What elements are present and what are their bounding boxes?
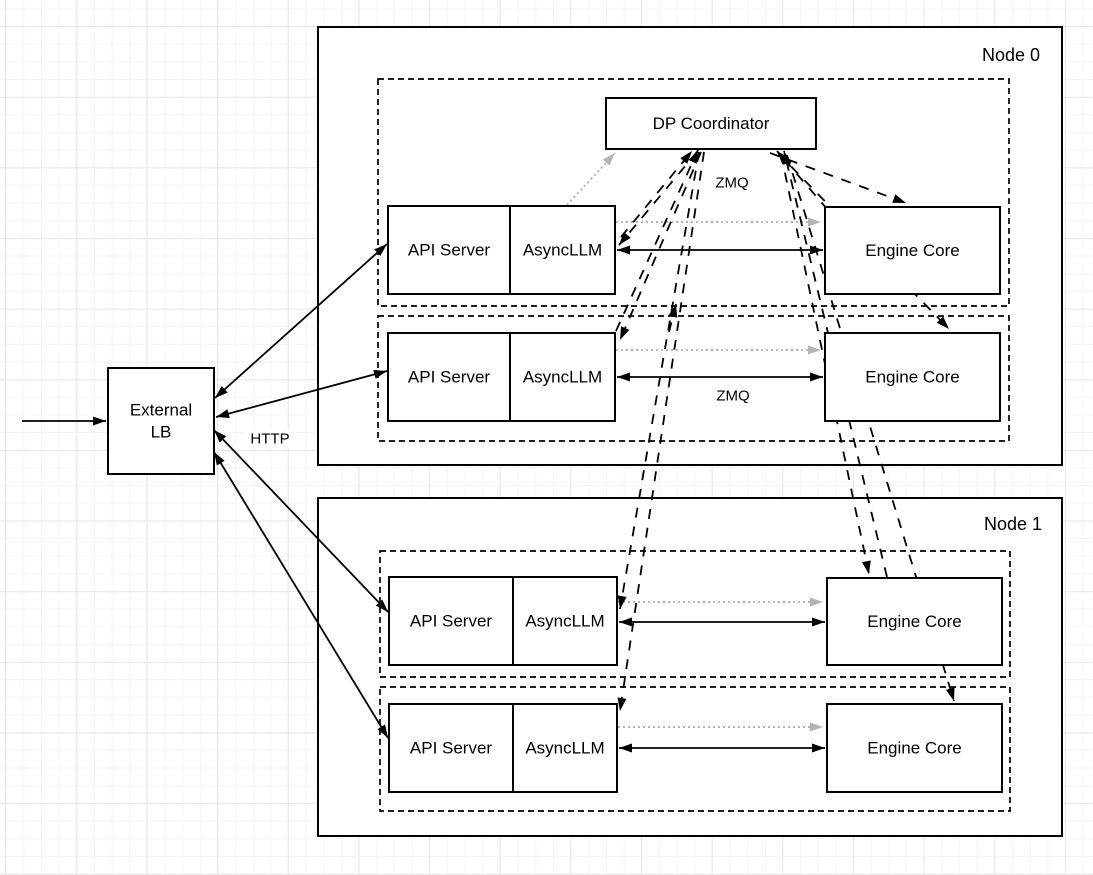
edge-lb-api3 (213, 451, 389, 739)
engine-core-0-label: Engine Core (865, 241, 960, 260)
box-engine-core-3 (826, 703, 1003, 793)
zmq-label-coordinator: ZMQ (715, 175, 748, 192)
edge-lb-api3-arrowhead (377, 724, 388, 738)
box-engine-core-1 (824, 332, 1001, 422)
api-async-1-left-label: API Server (408, 368, 491, 387)
edge-async1-engine1-arrowhead (617, 372, 630, 382)
box-api-async-2 (388, 576, 618, 666)
edge-async0-engine0-io-arrowhead (808, 217, 821, 227)
edge-async3-engine3-arrowhead (812, 743, 825, 753)
external-lb-label: LB (151, 423, 172, 442)
node0-label: Node 0 (982, 45, 1040, 65)
edge-async1-coord (615, 149, 699, 332)
edge-engine2-coord-arrowhead (782, 151, 792, 165)
api-async-1-right-label: AsyncLLM (523, 368, 602, 387)
edge-coord-async1 (619, 151, 702, 341)
zmq-label-row1-bg (711, 387, 755, 405)
edge-coord-engine0-arrowhead (892, 194, 906, 203)
edge-async1-engine1-arrowhead (810, 372, 823, 382)
edge-async2-engine2-arrowhead (812, 617, 825, 627)
edge-async0-coord-io (566, 152, 616, 206)
engine-core-3-label: Engine Core (867, 739, 962, 758)
external-lb-label: External (130, 401, 192, 420)
engine-core-1-label: Engine Core (865, 368, 960, 387)
edge-async2-engine2-io-arrowhead (810, 597, 823, 607)
group-node0-replica0 (377, 78, 1010, 307)
edge-async0-coord-arrowhead (680, 151, 692, 164)
group-node0-replica1 (377, 315, 1010, 442)
api-async-3-left-label: API Server (410, 739, 493, 758)
edge-async3-engine3-arrowhead (619, 743, 632, 753)
box-engine-core-0 (824, 206, 1001, 295)
zmq-label-row1: ZMQ (716, 388, 749, 405)
edge-async3-engine3-io-arrowhead (810, 722, 823, 732)
group-node1-replica0 (379, 550, 1011, 678)
edge-coord-engine1-arrowhead (936, 316, 949, 329)
edge-async2-engine2-arrowhead (619, 617, 632, 627)
api-async-2-left-label: API Server (410, 612, 493, 631)
edge-coord-async0 (618, 151, 698, 246)
edge-coord-engine3-arrowhead (945, 687, 955, 701)
dp-coordinator-label: DP Coordinator (653, 114, 770, 133)
edge-lb-api1-arrowhead (373, 370, 387, 379)
edge-lb-api1-arrowhead (216, 409, 230, 418)
box-api-async-3 (388, 703, 618, 793)
edge-coord-async2 (619, 151, 700, 610)
edge-async0-engine0-arrowhead (617, 245, 630, 255)
edge-traffic-in-arrowhead (93, 416, 106, 426)
edge-lb-api1 (215, 370, 388, 418)
edge-coord-async0-arrowhead (619, 232, 631, 245)
edge-coord-engine0 (769, 152, 907, 204)
edge-async1-coord-arrowhead (688, 150, 698, 164)
edge-coord-async3-arrowhead (617, 697, 627, 711)
group-node1-replica1 (379, 686, 1011, 812)
node1-label: Node 1 (984, 514, 1042, 534)
api-async-3-right-label: AsyncLLM (525, 739, 604, 758)
api-async-2-right-label: AsyncLLM (525, 612, 604, 631)
http-label: HTTP (250, 431, 289, 448)
api-async-0-right-label: AsyncLLM (523, 241, 602, 260)
edge-lb-api3-arrowhead (214, 452, 225, 466)
edge-coord-engine2-arrowhead (861, 560, 871, 574)
edge-coord-async2-arrowhead (617, 595, 627, 609)
engine-core-2-label: Engine Core (867, 612, 962, 631)
edge-async1-engine1-io-arrowhead (808, 345, 821, 355)
edge-async0-coord-io-arrowhead (602, 153, 615, 166)
edge-lb-api0-arrowhead (374, 244, 387, 257)
zmq-label-coordinator-bg (710, 174, 754, 192)
edge-lb-api0 (214, 243, 388, 399)
edge-coord-async1-arrowhead (620, 326, 630, 340)
box-api-async-0 (387, 205, 616, 295)
edge-lb-api2-arrowhead (375, 599, 388, 612)
box-engine-core-2 (826, 577, 1003, 666)
api-async-0-left-label: API Server (408, 241, 491, 260)
box-external-lb (107, 367, 215, 475)
box-api-async-1 (387, 332, 616, 422)
edge-lb-api2 (213, 429, 389, 613)
edge-engine2-coord (783, 150, 888, 578)
edge-async1-group0-arrowhead (668, 304, 678, 318)
http-label-bg (244, 430, 296, 448)
edge-lb-api2-arrowhead (214, 430, 227, 443)
box-dp-coordinator (605, 97, 817, 150)
edge-lb-api0-arrowhead (215, 385, 228, 398)
